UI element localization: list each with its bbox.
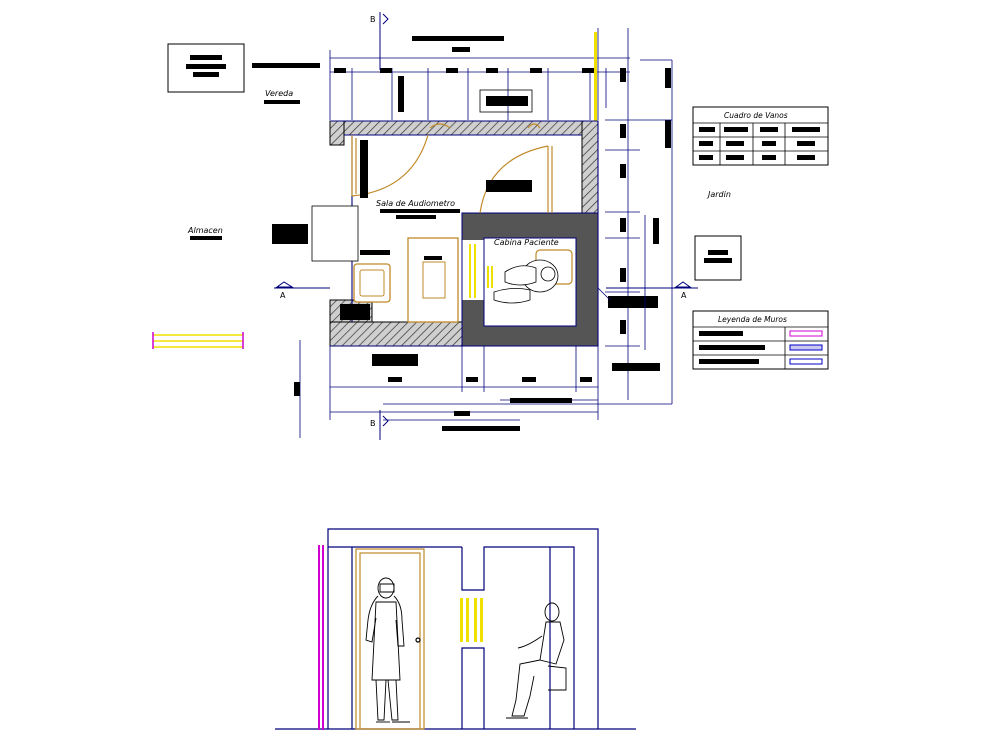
standing-person-figure — [365, 577, 410, 723]
section-a-left-label: A — [280, 291, 286, 300]
vereda-label-group: Vereda — [252, 63, 320, 104]
top-dimensions — [329, 28, 673, 405]
top-dimension-texts — [334, 36, 671, 112]
section-elevation — [275, 528, 636, 730]
patient-seated-icon — [493, 249, 573, 304]
room-label-group: Sala de Audiometro — [376, 199, 460, 219]
almacen-label-group: Almacen — [187, 226, 223, 240]
muros-legend: Leyenda de Muros — [692, 310, 829, 370]
seated-person-figure — [506, 602, 567, 719]
section-markers — [274, 12, 698, 440]
almacen-label: Almacen — [187, 226, 223, 235]
jardin-label: Jardin — [706, 190, 731, 199]
section-b-top-label: B — [370, 15, 376, 24]
furniture — [272, 205, 459, 323]
right-dimensions — [608, 120, 671, 371]
bottom-dimensions — [299, 340, 599, 438]
section-a-right-label: A — [681, 291, 687, 300]
title-block-box — [167, 43, 245, 93]
muros-legend-title: Leyenda de Muros — [718, 315, 787, 324]
bottom-dimension-texts — [294, 354, 592, 431]
room-label: Sala de Audiometro — [376, 199, 455, 208]
vereda-label: Vereda — [265, 89, 293, 98]
vanos-table: Cuadro de Vanos — [692, 106, 829, 166]
right-info-box — [694, 235, 742, 281]
wall-color-swatch — [152, 332, 244, 349]
vanos-table-title: Cuadro de Vanos — [724, 111, 788, 120]
section-b-bottom-label: B — [370, 419, 376, 428]
section-door — [355, 548, 425, 730]
cabin-label: Cabina Paciente — [494, 238, 559, 247]
